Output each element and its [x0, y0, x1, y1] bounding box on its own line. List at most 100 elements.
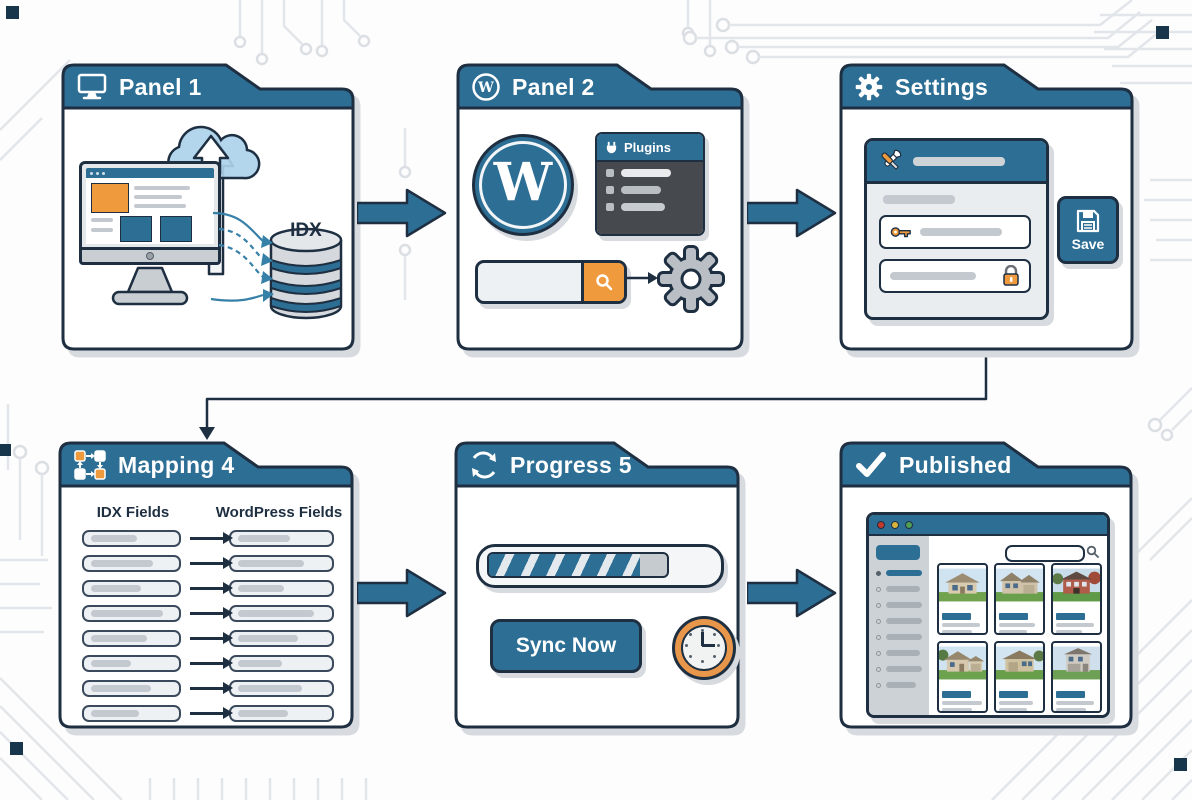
listing-card[interactable] [1051, 563, 1102, 635]
plugins-list [597, 162, 703, 234]
plugins-menu-header[interactable]: Plugins [597, 134, 703, 162]
wordpress-field[interactable] [229, 580, 334, 597]
mapping-icon [74, 450, 106, 480]
settings-title: Settings [895, 73, 989, 100]
listing-card[interactable] [1051, 641, 1102, 713]
input-value-placeholder [920, 228, 1002, 236]
sidebar-item[interactable] [876, 586, 922, 592]
house-photo [939, 646, 986, 680]
progress-fill [489, 554, 641, 576]
idx-field[interactable] [82, 630, 181, 647]
wordpress-logo: W [472, 134, 574, 236]
plugin-item[interactable] [606, 203, 694, 211]
price-bar [942, 691, 972, 698]
published-panel: Published [838, 440, 1134, 730]
sidebar-item[interactable] [876, 650, 922, 656]
sync-now-button[interactable]: Sync Now [490, 619, 642, 673]
sync-icon [472, 451, 496, 479]
sidebar-item[interactable] [876, 666, 922, 672]
price-bar [942, 613, 972, 620]
price-bar [1056, 613, 1086, 620]
listing-card[interactable] [994, 641, 1045, 713]
published-site-browser [866, 512, 1110, 718]
sidebar-item[interactable] [876, 570, 922, 576]
corner-square [6, 6, 19, 19]
clock-icon [672, 616, 736, 680]
mapping-row [60, 630, 352, 647]
price-bar [999, 613, 1029, 620]
arrow-panel2-to-settings [747, 188, 837, 238]
listing-card[interactable] [937, 563, 988, 635]
maximize-dot[interactable] [905, 520, 913, 529]
wordpress-field[interactable] [229, 605, 334, 622]
api-key-field[interactable] [879, 215, 1031, 249]
input-value-placeholder [890, 272, 976, 280]
idx-field[interactable] [82, 680, 181, 697]
content-block [160, 216, 192, 242]
plugins-label: Plugins [624, 139, 671, 155]
minute-hand [701, 632, 704, 646]
wordpress-icon: W [472, 73, 500, 101]
settings-form-header [867, 141, 1046, 184]
mapping-row [60, 580, 352, 597]
save-label: Save [1071, 236, 1105, 252]
wordpress-field[interactable] [229, 530, 334, 547]
arrow-progress-to-published [747, 568, 837, 618]
house-photo [1053, 568, 1100, 602]
idx-field[interactable] [82, 580, 181, 597]
idx-database-icon [269, 227, 343, 320]
panel-1: Panel 1 [60, 62, 356, 352]
close-dot[interactable] [877, 520, 885, 529]
wordpress-field[interactable] [229, 705, 334, 722]
mapping-row [60, 655, 352, 672]
monitor-chin [79, 247, 221, 265]
idx-field[interactable] [82, 605, 181, 622]
minimize-dot[interactable] [891, 520, 899, 529]
map-arrow-icon [190, 533, 233, 544]
map-arrow-icon [190, 558, 233, 569]
mapping-title: Mapping 4 [118, 451, 235, 478]
sync-flow-arrows [210, 211, 274, 302]
wordpress-field[interactable] [229, 680, 334, 697]
sidebar-item[interactable] [876, 602, 922, 608]
map-arrow-icon [190, 633, 233, 644]
plugins-menu: Plugins [595, 132, 705, 236]
plugin-item[interactable] [606, 169, 694, 177]
plug-icon [606, 141, 617, 153]
secret-field[interactable] [879, 259, 1031, 293]
listing-card[interactable] [937, 641, 988, 713]
save-button[interactable]: Save [1057, 196, 1119, 264]
plugin-search-button[interactable] [581, 263, 624, 301]
mapping-row [60, 555, 352, 572]
plugin-search-input[interactable] [478, 263, 581, 301]
wordpress-field[interactable] [229, 555, 334, 572]
field-label-placeholder [883, 195, 955, 204]
panel2-title: Panel 2 [512, 73, 595, 100]
mapping-panel: Mapping 4 IDX Fields WordPress Fields [57, 440, 355, 730]
wordpress-field[interactable] [229, 655, 334, 672]
progress-bar [476, 544, 724, 588]
sync-now-label: Sync Now [515, 634, 617, 657]
sidebar-item[interactable] [876, 634, 922, 640]
sidebar-item[interactable] [876, 682, 922, 688]
idx-field[interactable] [82, 655, 181, 672]
listing-card[interactable] [994, 563, 1045, 635]
site-search-input[interactable] [1005, 545, 1085, 562]
panel1-title: Panel 1 [119, 73, 202, 100]
corner-square [0, 444, 11, 456]
idx-field[interactable] [82, 705, 181, 722]
plugin-item[interactable] [606, 186, 694, 194]
progress-title: Progress 5 [510, 451, 632, 478]
mapping-row [60, 680, 352, 697]
idx-field[interactable] [82, 555, 181, 572]
check-icon [856, 452, 886, 477]
wordpress-field[interactable] [229, 630, 334, 647]
listing-grid [937, 563, 1102, 713]
house-photo [1053, 646, 1100, 680]
mini-webpage [86, 178, 214, 244]
idx-field[interactable] [82, 530, 181, 547]
plugin-search-bar[interactable] [475, 260, 627, 304]
sidebar-item[interactable] [876, 618, 922, 624]
sidebar-button[interactable] [876, 545, 920, 560]
